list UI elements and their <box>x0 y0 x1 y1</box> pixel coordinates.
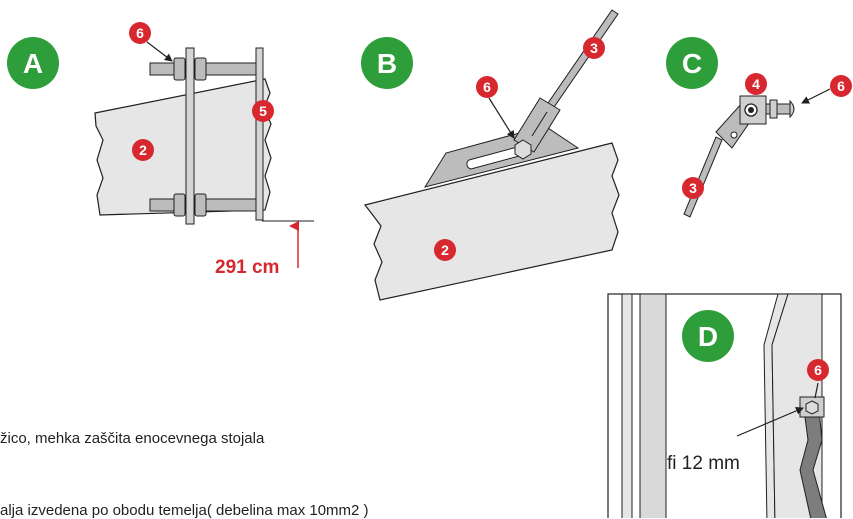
panel-a-nut <box>194 57 207 81</box>
callout-badge-c-rod: 3 <box>682 177 704 199</box>
panel-d-profile <box>621 293 633 518</box>
panel-d-letter: D <box>698 321 718 352</box>
panel-a-letter-badge: A <box>7 37 59 89</box>
description-line-1: žico, mehka zaščita enocevnega stojala <box>0 430 265 447</box>
panel-c-bolt-head <box>789 99 795 119</box>
panel-d-leader <box>814 382 819 399</box>
description-line-2: alja izvedena po obodu temelja( debelina… <box>0 502 369 519</box>
panel-a-leader <box>146 41 173 62</box>
panel-c-rod-hole <box>730 131 738 139</box>
panel-b <box>363 9 620 301</box>
panel-a-plate <box>255 47 264 221</box>
svg-text:4: 4 <box>752 76 760 92</box>
panel-a-letter: A <box>23 48 43 79</box>
bolt-diameter-label: fi 12 mm <box>667 453 740 474</box>
panel-c-bolt-nut <box>769 99 778 119</box>
panel-c-letter-badge: C <box>666 37 718 89</box>
svg-text:3: 3 <box>590 40 598 56</box>
panel-b-rod-fork <box>513 97 561 153</box>
panel-d-leader <box>736 407 804 437</box>
panel-b-letter: B <box>377 48 397 79</box>
panel-b-post <box>363 142 620 301</box>
panel-c-rod <box>683 136 723 218</box>
panel-b-bolt <box>514 139 532 160</box>
callout-badge-b-bolt: 6 <box>476 76 498 98</box>
svg-text:6: 6 <box>837 78 845 94</box>
panel-c-clamp-hole <box>748 107 754 113</box>
panel-d-bolt <box>805 400 819 415</box>
panel-a-nut <box>173 193 186 217</box>
callout-badge-a-bolt: 6 <box>129 22 151 44</box>
svg-text:5: 5 <box>259 103 267 119</box>
callout-badge-b-post: 2 <box>434 239 456 261</box>
panel-a-bracket <box>185 47 195 225</box>
panel-a <box>94 41 314 268</box>
callout-badge-d-bolt: 6 <box>807 359 829 381</box>
panel-b-rod <box>545 9 619 111</box>
svg-text:6: 6 <box>814 362 822 378</box>
panel-a-nut <box>194 193 207 217</box>
panel-c <box>683 88 831 218</box>
callout-badge-c-bolt: 6 <box>830 75 852 97</box>
svg-text:6: 6 <box>483 79 491 95</box>
panel-d-profile <box>639 293 667 518</box>
panel-b-letter-badge: B <box>361 37 413 89</box>
callout-badge-c-clamp: 4 <box>745 73 767 95</box>
svg-text:2: 2 <box>139 142 147 158</box>
callout-badge-b-rod: 3 <box>583 37 605 59</box>
height-dimension-label: 291 cm <box>215 257 279 278</box>
panel-c-letter: C <box>682 48 702 79</box>
panel-d-letter-badge: D <box>682 310 734 362</box>
panel-c-leader <box>801 88 831 104</box>
svg-text:3: 3 <box>689 180 697 196</box>
svg-text:6: 6 <box>136 25 144 41</box>
callout-badge-a-plate: 5 <box>252 100 274 122</box>
panel-a-nut <box>173 57 186 81</box>
svg-text:2: 2 <box>441 242 449 258</box>
panel-b-leader <box>488 97 515 139</box>
panel-b-rod-fork-slot <box>531 111 548 137</box>
callout-badge-a-post: 2 <box>132 139 154 161</box>
